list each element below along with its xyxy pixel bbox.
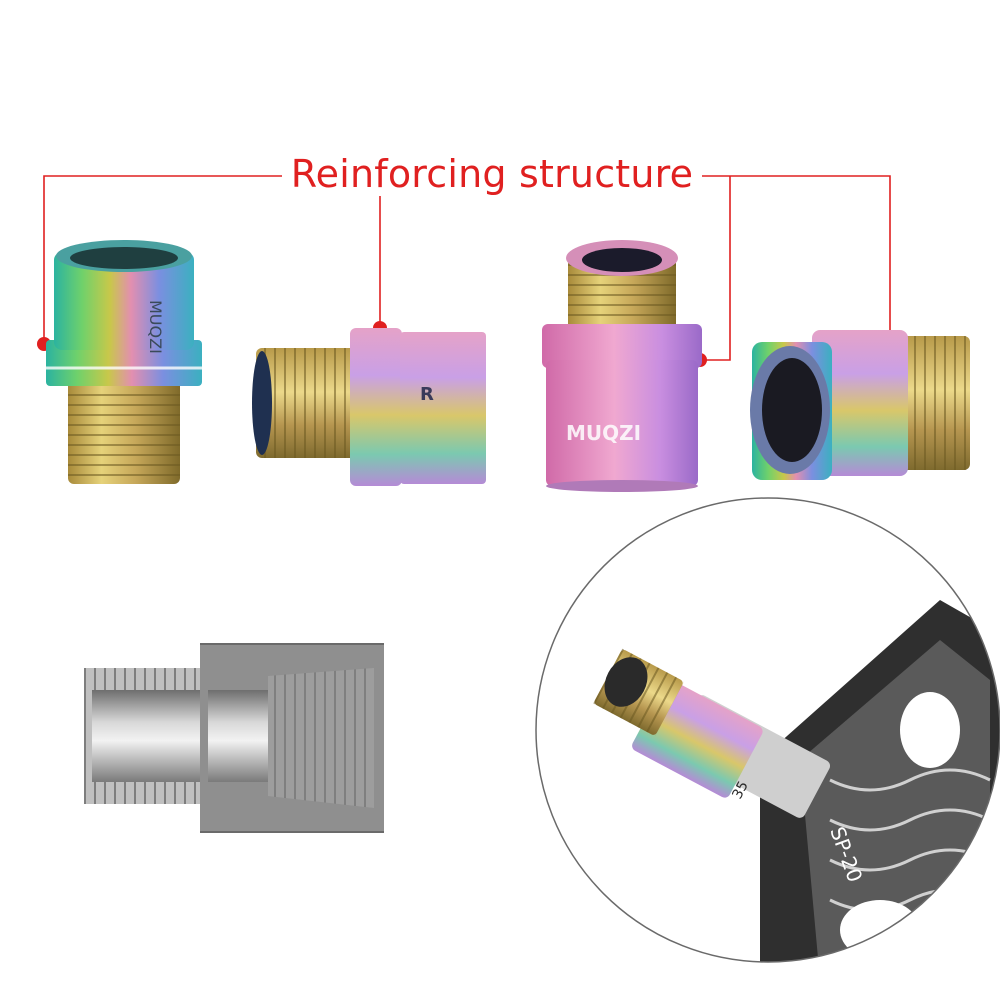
callout-lines — [43, 175, 891, 361]
cross-section-diagram — [84, 643, 384, 833]
logo-engraving: MUQZI — [146, 300, 165, 354]
adapter-horizontal-male-left: R — [252, 328, 486, 486]
muqzi-logo: MUQZI — [566, 421, 641, 445]
side-engraving: R — [420, 384, 434, 405]
pedal-size-label: 35 — [729, 779, 751, 802]
adapter-upright-male-top: MUQZI — [542, 240, 702, 492]
adapter-horizontal-female-left — [750, 330, 970, 480]
pedal-closeup-circle: SP-20 35 — [535, 497, 1000, 963]
adapter-upright-female-top: MUQZI — [46, 240, 202, 484]
headline: Reinforcing structure — [290, 152, 694, 196]
